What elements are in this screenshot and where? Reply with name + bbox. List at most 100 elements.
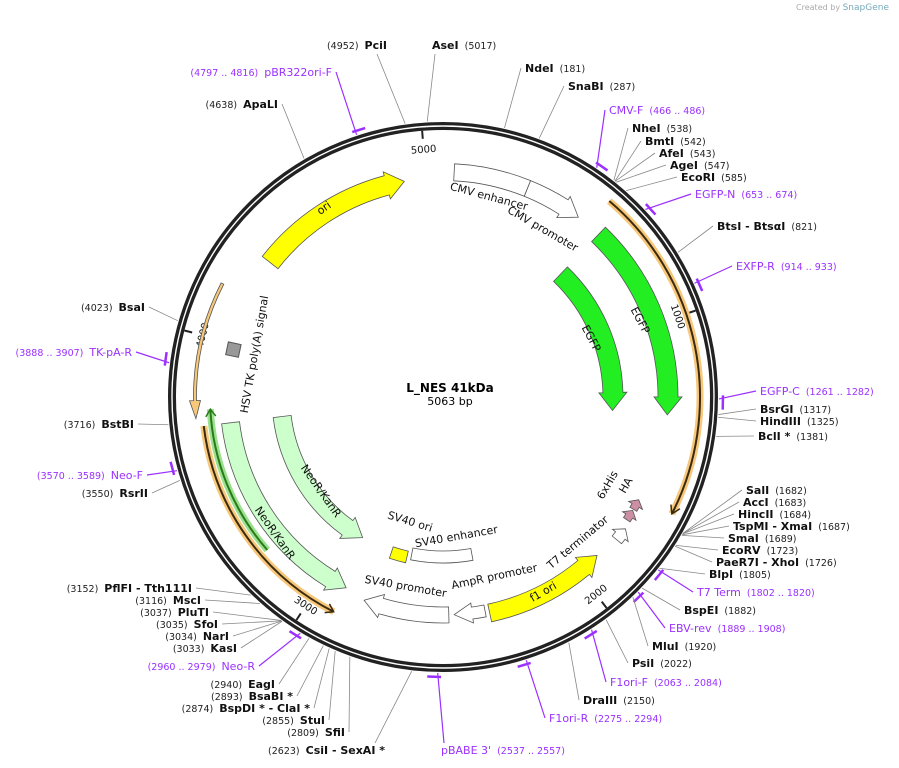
sv40-enhancer-arrow[interactable] — [410, 547, 474, 564]
site-label-draiii[interactable]: DraIII(2150) — [583, 694, 655, 708]
site-label-bsrgi[interactable]: BsrGI(1317) — [760, 403, 831, 417]
cmv-enhancer[interactable]: CMV enhancer — [449, 163, 532, 214]
site-connector — [135, 351, 170, 364]
site-label-rsrii[interactable]: (3550)RsrII — [82, 487, 148, 501]
ha-tag-arrow[interactable] — [627, 499, 644, 512]
hsv-tk-polya-signal-arrow[interactable] — [188, 282, 225, 420]
site-position: (1920) — [684, 642, 717, 653]
neo-thin-arc[interactable] — [202, 425, 335, 613]
site-label-nhei[interactable]: NheI(538) — [632, 122, 692, 136]
primer-binding-mark[interactable] — [351, 126, 366, 134]
site-label-psii[interactable]: PsiI(2022) — [632, 657, 692, 671]
ampr-promoter-arrow[interactable] — [453, 602, 487, 624]
site-label-stui[interactable]: (2855)StuI — [262, 714, 325, 728]
primer-binding-mark[interactable] — [517, 661, 531, 669]
t7-terminator-arrow[interactable] — [611, 528, 629, 545]
ori-arrow[interactable] — [261, 171, 405, 270]
site-label-smai[interactable]: SmaI(1689) — [728, 532, 797, 546]
site-label-blpi[interactable]: BlpI(1805) — [709, 568, 771, 582]
site-label-btsi[interactable]: BtsI - BtsαI(821) — [717, 220, 817, 234]
site-label-ecorv[interactable]: EcoRV(1723) — [722, 544, 798, 558]
neor-kanr-orf-arrow[interactable] — [272, 414, 364, 539]
primer-binding-mark[interactable] — [163, 351, 168, 366]
primer-label-egfpn[interactable]: EGFP-N(653 .. 674) — [695, 188, 797, 202]
site-label-bcli[interactable]: BclI *(1381) — [758, 430, 828, 444]
thin-orf-arc[interactable] — [608, 200, 701, 515]
primer-binding-mark[interactable] — [584, 629, 598, 640]
primer-binding-mark[interactable] — [653, 569, 665, 581]
primer-label-pbr322orif[interactable]: (4797 .. 4816)pBR322ori-F — [190, 66, 332, 80]
site-label-mlui[interactable]: MluI(1920) — [652, 640, 716, 654]
site-name: KasI — [210, 642, 237, 655]
sv40-ori-arrow[interactable] — [388, 546, 409, 564]
f1-ori[interactable]: f1 ori — [487, 555, 598, 623]
neor-kanr-arrow[interactable] — [221, 421, 347, 591]
primer-binding-mark[interactable] — [169, 461, 176, 476]
ha-tag[interactable]: HA — [616, 475, 644, 512]
site-label-eagi[interactable]: (2940)EagI — [211, 678, 276, 692]
site-connector — [151, 480, 181, 494]
site-label-sali[interactable]: SalI(1682) — [746, 484, 807, 498]
site-name: TspMI - XmaI — [733, 520, 813, 533]
site-label-agei[interactable]: AgeI(547) — [670, 159, 730, 173]
f1-ori-arrow[interactable] — [487, 555, 598, 623]
site-label-msci[interactable]: (3116)MscI — [135, 594, 201, 608]
site-label-acci[interactable]: AccI(1683) — [743, 496, 806, 510]
primer-label-egfpc[interactable]: EGFP-C(1261 .. 1282) — [760, 385, 874, 399]
primer-label-pbabe[interactable]: pBABE 3'(2537 .. 2557) — [441, 744, 565, 758]
primer-label-cmvf[interactable]: CMV-F(466 .. 486) — [609, 104, 705, 118]
site-label-nari[interactable]: (3034)NarI — [165, 630, 229, 644]
neor-kanr-orf[interactable]: NeoR/KanR — [272, 414, 364, 539]
primer-label-ebvrev[interactable]: EBV-rev(1889 .. 1908) — [669, 622, 785, 636]
site-label-paer7i[interactable]: PaeR7I - XhoI(1726) — [716, 556, 837, 570]
cmv-promoter-arrow[interactable] — [523, 180, 579, 219]
site-label-ecori[interactable]: EcoRI(585) — [681, 171, 747, 185]
egfp-orf-arrow[interactable] — [553, 266, 628, 412]
primer-binding-mark[interactable] — [644, 203, 657, 216]
site-label-afei[interactable]: AfeI(543) — [659, 147, 715, 161]
primer-label-neof[interactable]: (3570 .. 3589)Neo-F — [37, 469, 143, 483]
sv40-promoter[interactable]: SV40 promoter — [363, 573, 450, 624]
site-label-bspei[interactable]: BspEI(1882) — [684, 604, 756, 618]
site-label-hindiii[interactable]: HindIII(1325) — [760, 415, 839, 429]
site-label-ndei[interactable]: NdeI(181) — [525, 62, 585, 76]
primer-label-t7[interactable]: T7 Term(1802 .. 1820) — [697, 586, 815, 600]
site-name: AgeI — [670, 159, 698, 172]
site-label-asei[interactable]: AseI(5017) — [432, 39, 496, 53]
site-label-bspdi[interactable]: (2874)BspDI * - ClaI * — [182, 702, 310, 716]
site-label-csii[interactable]: (2623)CsiI - SexAI * — [268, 744, 385, 758]
site-label-pluti[interactable]: (3037)PluTI — [140, 606, 209, 620]
site-label-snabi[interactable]: SnaBI(287) — [568, 80, 635, 94]
site-label-bstbi[interactable]: (3716)BstBI — [64, 418, 134, 432]
site-label-apali[interactable]: (4638)ApaLI — [205, 98, 278, 112]
primer-label-tkpar[interactable]: (3888 .. 3907)TK-pA-R — [16, 346, 132, 360]
site-label-tspmi[interactable]: TspMI - XmaI(1687) — [733, 520, 850, 534]
site-label-bmti[interactable]: BmtI(542) — [645, 135, 706, 149]
site-label-sfoi[interactable]: (3035)SfoI — [156, 618, 218, 632]
primer-binding-mark[interactable] — [695, 278, 704, 292]
6xhis-tag-arrow[interactable] — [621, 509, 637, 523]
site-label-pcii[interactable]: (4952)PciI — [327, 39, 387, 53]
site-name: AseI — [432, 39, 459, 52]
site-label-kasi[interactable]: (3033)KasI — [173, 642, 237, 656]
primer-binding-mark[interactable] — [288, 630, 302, 640]
sv40-promoter-arrow[interactable] — [363, 593, 450, 624]
primer-label-exfpr[interactable]: EXFP-R(914 .. 933) — [736, 260, 837, 274]
egfp-orf[interactable]: EGFP — [553, 266, 628, 412]
primer-label-f1orir[interactable]: F1ori-R(2275 .. 2294) — [549, 712, 662, 726]
small-gray-feature[interactable] — [225, 341, 242, 358]
primer-binding-mark[interactable] — [632, 591, 645, 603]
neo-green-thin-arc[interactable] — [209, 409, 269, 551]
primer-label-neor[interactable]: (2960 .. 2979)Neo-R — [148, 660, 255, 674]
site-label-pflfi[interactable]: (3152)PflFI - Tth111I — [67, 582, 192, 596]
primer-binding-mark[interactable] — [595, 161, 609, 172]
site-label-hincii[interactable]: HincII(1684) — [738, 508, 811, 522]
primer-label-f1orif[interactable]: F1ori-F(2063 .. 2084) — [610, 676, 722, 690]
site-label-sfii[interactable]: (2809)SfiI — [287, 726, 345, 740]
site-position: (3035) — [156, 620, 188, 631]
ori[interactable]: ori — [261, 171, 405, 270]
site-label-bsabi[interactable]: (2893)BsaBI * — [211, 690, 293, 704]
egfp-feature-arrow[interactable] — [591, 226, 683, 416]
site-label-bsai[interactable]: (4023)BsaI — [81, 301, 145, 315]
